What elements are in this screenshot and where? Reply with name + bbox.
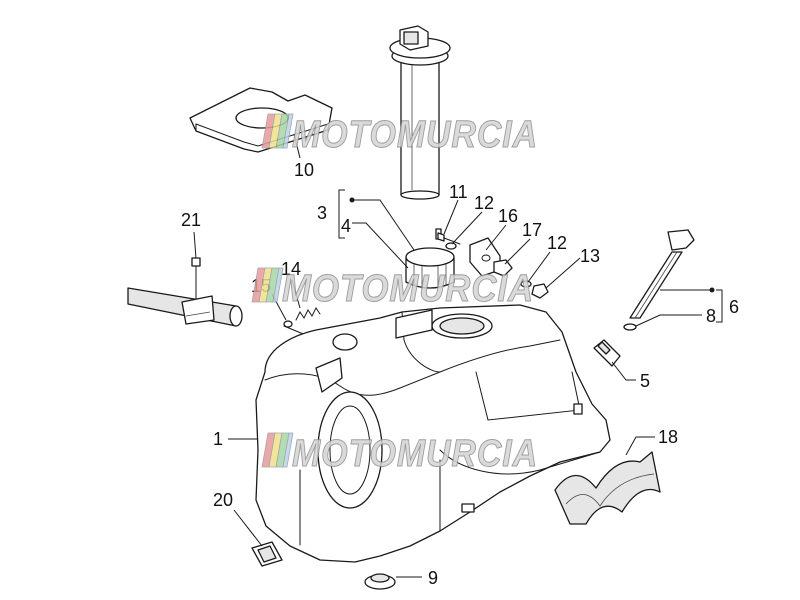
leader-4 [352,222,409,269]
washer-12b [520,280,532,288]
callout-13: 13 [580,246,600,266]
fuel-sender-unit [389,25,451,200]
leader-lines [193,133,723,578]
part-18-mesh-pad [554,451,661,525]
leader-20 [233,509,263,547]
watermark-text: MOTOMURCIA [292,433,538,475]
bracket-6-8 [716,289,723,323]
callout-4: 4 [341,216,351,236]
bracket-3-4 [338,189,345,239]
callout-20: 20 [213,490,233,510]
watermark-bottom: MOTOMURCIA [261,433,538,476]
callout-18: 18 [658,427,678,447]
callout-11: 11 [449,182,468,202]
leader-5 [611,361,636,381]
watermark-middle: MOTOMURCIA [251,268,534,311]
callout-1: 1 [213,429,223,449]
leader-8 [635,314,702,327]
nut-17 [493,259,513,277]
leader-13 [545,257,581,289]
watermark-text: MOTOMURCIA [282,268,534,310]
leader-12 [451,211,483,245]
o-ring-8 [623,323,637,331]
part-9-grommet [364,573,396,590]
callout-21: 21 [181,210,201,230]
callout-12: 12 [474,193,494,213]
leader-17 [504,238,531,265]
leader-16 [485,224,507,251]
callout-3: 3 [317,203,327,223]
watermark-text: MOTOMURCIA [292,114,538,156]
leader-18 [625,436,655,456]
leader-21 [193,231,197,259]
fuel-cap [405,228,455,289]
bolt-11 [437,232,461,245]
callout-12b: 12 [547,233,567,253]
callout-14: 14 [281,259,301,279]
callout-8: 8 [706,306,716,326]
callout-16: 16 [498,206,518,226]
leader-11 [443,199,459,235]
nut-13 [531,283,549,299]
callout-6: 6 [729,297,739,317]
callout-9: 9 [428,568,438,588]
washer-12 [445,242,457,250]
leader-14 [291,279,301,309]
callout-5: 5 [640,371,650,391]
fitting-5 [593,339,621,367]
callout-17: 17 [522,220,542,240]
callout-10: 10 [294,160,314,180]
hose-21 [127,257,243,327]
level-sensor-6 [629,229,695,319]
watermark-top: MOTOMURCIA [261,114,538,157]
part-1-fuel-tank [255,304,611,563]
leader-10 [293,133,301,159]
leader-3 [352,199,415,251]
part-20-clip [251,541,283,567]
leader-12b [527,251,551,283]
